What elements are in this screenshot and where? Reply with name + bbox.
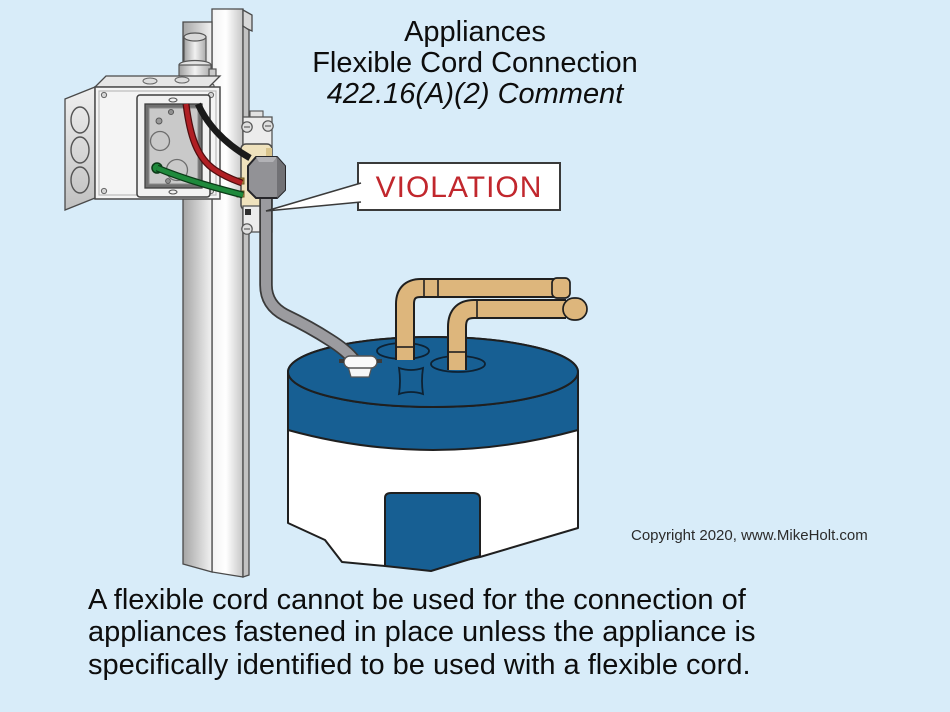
violation-callout: VIOLATION bbox=[265, 162, 561, 212]
water-pipes bbox=[395, 277, 588, 370]
title-line-1: Appliances bbox=[404, 16, 546, 48]
cord-plug bbox=[247, 156, 286, 199]
green-wire bbox=[156, 165, 244, 198]
side-knockouts bbox=[70, 106, 90, 194]
access-panel bbox=[384, 492, 481, 572]
title-line-3-code-reference: 422.16(A)(2) Comment bbox=[326, 78, 624, 110]
tank-top bbox=[287, 336, 579, 408]
tank-label-plate bbox=[397, 366, 425, 396]
pipe-joints bbox=[397, 280, 478, 353]
water-heater bbox=[287, 336, 579, 572]
rule-caption: A flexible cord cannot be used for the c… bbox=[88, 584, 755, 681]
diagram-title: Appliances Flexible Cord Connection 422.… bbox=[0, 17, 950, 110]
circuit-wires bbox=[151, 102, 252, 199]
caption-line-2: appliances fastened in place unless the … bbox=[88, 616, 756, 649]
title-line-2: Flexible Cord Connection bbox=[312, 47, 638, 79]
violation-label: VIOLATION bbox=[376, 171, 543, 204]
strain-relief-fitting bbox=[339, 355, 382, 378]
red-wire bbox=[183, 103, 243, 186]
caption-line-3: specifically identified to be used with … bbox=[88, 648, 751, 681]
flexible-cord bbox=[259, 197, 360, 365]
black-wire bbox=[195, 102, 252, 161]
caption-line-1: A flexible cord cannot be used for the c… bbox=[88, 584, 746, 616]
copyright-notice: Copyright 2020, www.MikeHolt.com bbox=[631, 527, 868, 544]
